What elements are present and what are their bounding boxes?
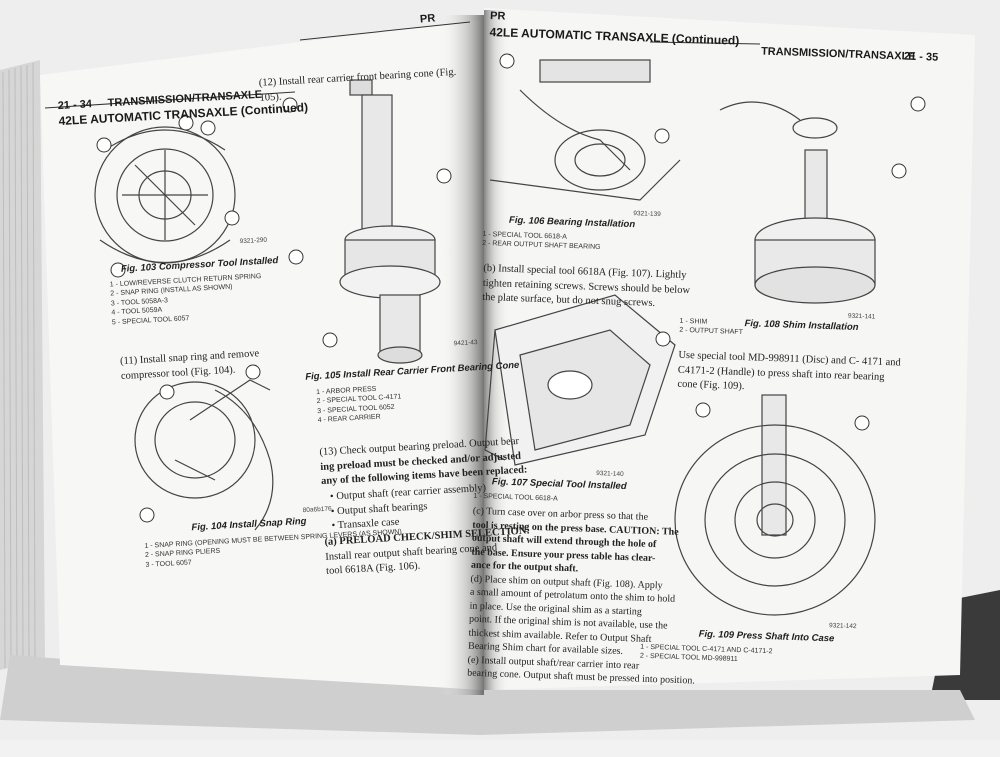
- fig107-code: 9321-140: [596, 469, 624, 478]
- fig107-drawing: [484, 294, 676, 466]
- right-page-heading: 42LE AUTOMATIC TRANSAXLE (Continued): [489, 24, 740, 48]
- fig106-caption: Fig. 106 Bearing Installation: [508, 214, 636, 231]
- right-page-section: TRANSMISSION/TRANSAXLE: [760, 45, 916, 63]
- fig104-drawing: [134, 379, 274, 531]
- fig108-legend: 1 - SHIM 2 - OUTPUT SHAFT: [679, 317, 743, 338]
- fig106-legend: 1 - SPECIAL TOOL 6618-A 2 - REAR OUTPUT …: [482, 230, 601, 253]
- fig106-drawing: [489, 59, 681, 201]
- fig107-caption: Fig. 107 Special Tool Installed: [491, 476, 627, 493]
- fig107-legend-item: 1 - SPECIAL TOOL 6618-A: [473, 492, 558, 503]
- fig105-drawing: [339, 79, 441, 364]
- fig109-code: 9321-142: [828, 622, 857, 631]
- step-f-text: Use special tool MD-998911 (Disc) and C-…: [677, 349, 901, 401]
- fig109-drawing: [674, 394, 876, 616]
- right-page-number: 21 - 35: [903, 50, 939, 64]
- book-photo: 21 - 34 TRANSMISSION/TRANSAXLE 42LE AUTO…: [0, 10, 1000, 735]
- fig103-drawing: [94, 126, 236, 264]
- fig108-code: 9321-141: [847, 312, 876, 321]
- book-pages-svg: [0, 10, 1000, 735]
- fig108-legend-item: 2 - OUTPUT SHAFT: [679, 327, 744, 337]
- fig107-legend: 1 - SPECIAL TOOL 6618-A: [473, 492, 558, 504]
- fig108-drawing: [719, 101, 876, 304]
- fig106-code: 9321-139: [633, 210, 661, 219]
- fig108-caption: Fig. 108 Shim Installation: [744, 318, 859, 334]
- step-b-text: (b) Install special tool 6618A (Fig. 107…: [482, 262, 691, 313]
- right-page-corner: PR: [489, 10, 506, 23]
- fig109-caption: Fig. 109 Press Shaft Into Case: [698, 628, 835, 645]
